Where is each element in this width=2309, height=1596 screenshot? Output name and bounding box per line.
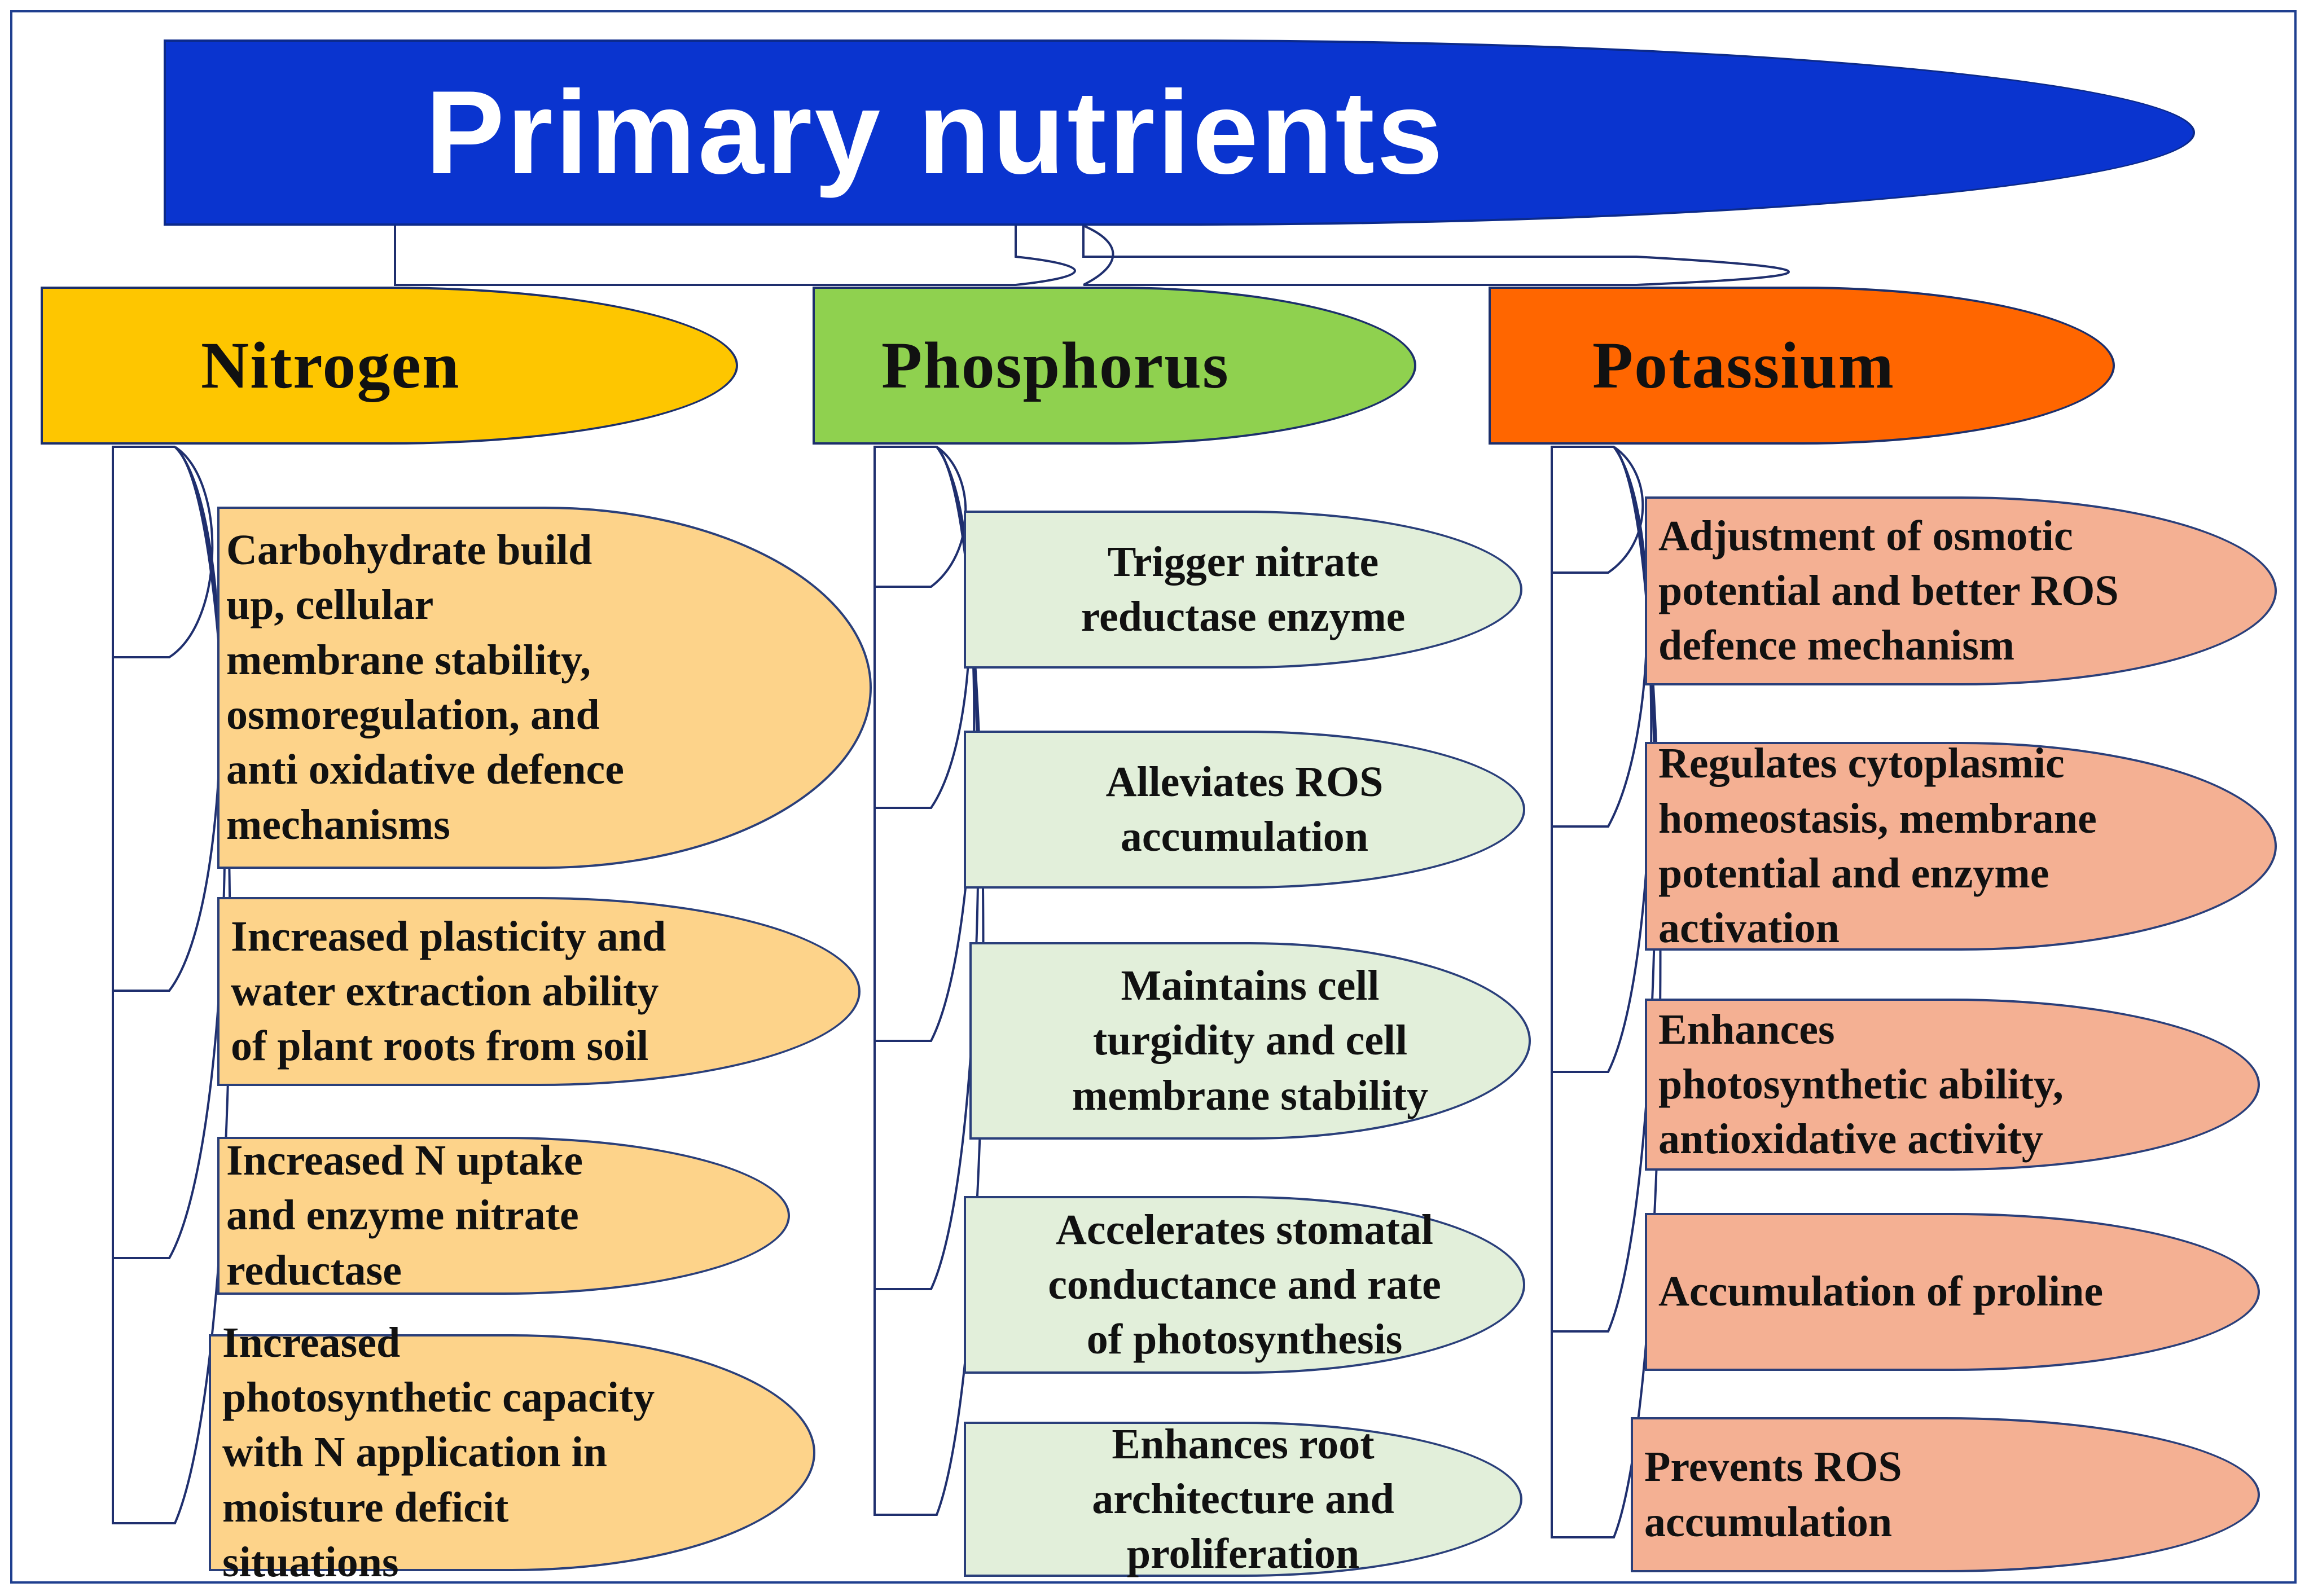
nitrogen-effect-box: Carbohydrate build up, cellular membrane…: [217, 507, 872, 869]
potassium-branch-1: [1552, 446, 1644, 574]
phosphorus-effect-box: Alleviates ROS accumulation: [964, 731, 1525, 889]
nitrogen-effect-text: Increased plasticity and water extractio…: [231, 912, 666, 1070]
title-to-nitrogen-connector: [394, 226, 1076, 286]
phosphorus-effect-text: Enhances root architecture and prolifera…: [1092, 1420, 1394, 1578]
phosphorus-effect-box: Trigger nitrate reductase enzyme: [964, 511, 1522, 669]
title-to-phosphorus-connector: [1083, 225, 1114, 286]
phosphorus-branch-3: [875, 446, 976, 1042]
potassium-effect-text: Prevents ROS accumulation: [1644, 1443, 1902, 1546]
nitrogen-effect-text: Increased N uptake and enzyme nitrate re…: [226, 1137, 583, 1294]
phosphorus-header: Phosphorus: [813, 287, 1416, 445]
title-to-potassium-connector: [1082, 226, 1790, 286]
phosphorus-effect-box: Accelerates stomatal conductance and rat…: [964, 1196, 1525, 1374]
nitrogen-effect-box: Increased plasticity and water extractio…: [217, 897, 861, 1086]
phosphorus-effect-box: Enhances root architecture and prolifera…: [964, 1421, 1522, 1577]
nitrogen-branch-1: [113, 446, 214, 658]
nitrogen-header-label: Nitrogen: [201, 328, 460, 402]
nitrogen-effect-box: Increased photosynthetic capacity with N…: [209, 1319, 815, 1586]
title-banner: Primary nutrients: [164, 39, 2195, 226]
nitrogen-effect-box: Increased N uptake and enzyme nitrate re…: [217, 1137, 790, 1295]
nitrogen-bracket: [112, 446, 175, 1524]
potassium-effect-box: Prevents ROS accumulation: [1631, 1417, 2260, 1572]
potassium-effect-box: Regulates cytoplasmic homeostasis, membr…: [1645, 740, 2277, 952]
phosphorus-effect-text: Alleviates ROS accumulation: [1105, 758, 1384, 860]
potassium-effect-box: Adjustment of osmotic potential and bett…: [1645, 496, 2277, 685]
diagram-frame: [10, 10, 2297, 1584]
potassium-effect-text: Adjustment of osmotic potential and bett…: [1658, 512, 2119, 670]
potassium-branch-5: [1552, 446, 1662, 1538]
potassium-bracket: [1551, 446, 1614, 1538]
nitrogen-branch-3: [113, 446, 226, 1259]
nitrogen-header: Nitrogen: [41, 287, 738, 445]
phosphorus-branch-4: [875, 446, 980, 1290]
phosphorus-header-label: Phosphorus: [881, 328, 1230, 402]
potassium-effect-box: Accumulation of proline: [1645, 1213, 2260, 1371]
diagram-title: Primary nutrients: [425, 66, 1445, 199]
phosphorus-branch-1: [875, 446, 967, 588]
phosphorus-effect-text: Maintains cell turgidity and cell membra…: [1072, 962, 1429, 1119]
potassium-effect-text: Regulates cytoplasmic homeostasis, membr…: [1658, 740, 2097, 952]
potassium-header: Potassium: [1489, 287, 2115, 445]
phosphorus-effect-text: Accelerates stomatal conductance and rat…: [1048, 1206, 1441, 1364]
potassium-effect-box: Enhances photosynthetic ability, antioxi…: [1645, 999, 2260, 1171]
potassium-effect-text: Enhances photosynthetic ability, antioxi…: [1658, 1005, 2064, 1163]
potassium-branch-4: [1552, 446, 1657, 1333]
nitrogen-effect-text: Carbohydrate build up, cellular membrane…: [226, 526, 625, 848]
nitrogen-effect-text: Increased photosynthetic capacity with N…: [222, 1318, 655, 1586]
potassium-effect-text: Accumulation of proline: [1658, 1268, 2104, 1316]
phosphorus-effect-box: Maintains cell turgidity and cell membra…: [969, 942, 1531, 1140]
phosphorus-bracket: [873, 446, 937, 1516]
phosphorus-effect-text: Trigger nitrate reductase enzyme: [1081, 538, 1406, 640]
potassium-header-label: Potassium: [1592, 328, 1895, 402]
